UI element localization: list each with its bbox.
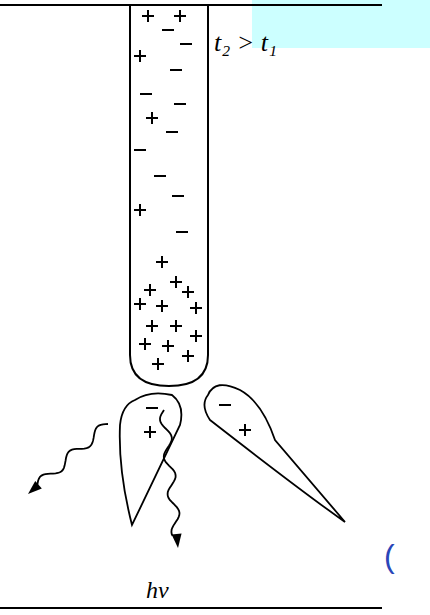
arrow-head <box>28 481 42 494</box>
bottom-electrode <box>0 607 382 609</box>
top-electrode <box>0 4 382 6</box>
electron-avalanche <box>120 393 182 525</box>
charge-signs <box>134 10 251 438</box>
photon-label: hν <box>146 578 169 602</box>
time-condition: t₂ > t₁ <box>214 30 277 56</box>
arrow-head <box>172 534 182 548</box>
slide-band <box>252 0 430 48</box>
photon-arrows <box>28 410 182 548</box>
photon-wave <box>37 424 108 486</box>
charge-sign <box>134 10 251 438</box>
cut-text: ( <box>384 540 395 572</box>
streamer-channel <box>130 5 208 386</box>
photon-wave <box>160 410 180 536</box>
